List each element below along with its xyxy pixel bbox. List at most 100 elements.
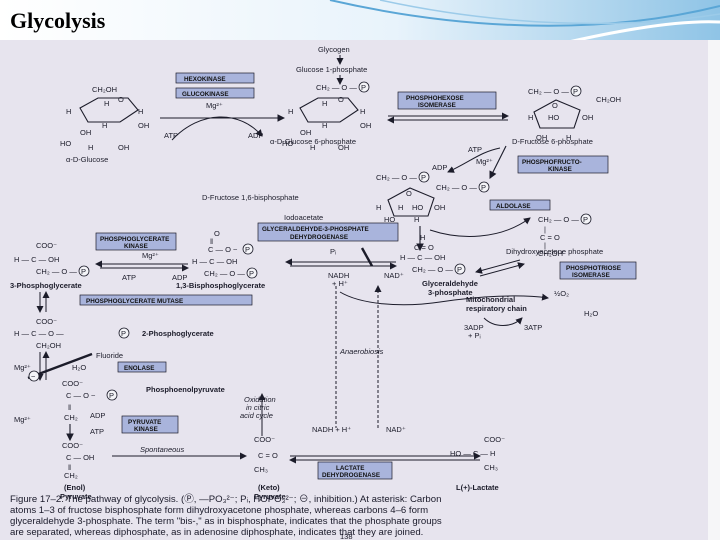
- label-2pg: 2-Phosphoglycerate: [142, 329, 214, 338]
- svg-text:C — O ~: C — O ~: [66, 391, 96, 400]
- label-iodoacetate: Iodoacetate: [284, 213, 323, 222]
- svg-text:O: O: [118, 95, 124, 104]
- svg-text:CH₂OH: CH₂OH: [36, 341, 61, 350]
- header-banner: [0, 0, 720, 44]
- svg-text:H: H: [414, 215, 419, 224]
- svg-text:P: P: [121, 329, 126, 338]
- scan-edge: [708, 40, 720, 540]
- svg-text:H: H: [420, 233, 425, 242]
- cofactor-3atp: 3ATP: [524, 323, 542, 332]
- svg-text:O: O: [552, 101, 558, 110]
- svg-text:H: H: [104, 99, 109, 108]
- caption-line-3: glyceraldehyde 3-phosphate. The term "bi…: [10, 516, 442, 527]
- caption-line-4: are separated, whereas diphosphate, as i…: [10, 527, 423, 538]
- svg-text:CH₂ — O —: CH₂ — O —: [316, 83, 357, 92]
- 2-phosphoglycerate-structure: COO⁻ H — C — O — P CH₂OH: [14, 317, 129, 350]
- cofactor-nad-2: NAD⁺: [386, 425, 406, 434]
- svg-text:COO⁻: COO⁻: [62, 379, 83, 388]
- enzyme-enolase: ENOLASE: [124, 365, 154, 372]
- 3-phosphoglycerate-structure: COO⁻ H — C — OH CH₂ — O — P: [14, 241, 89, 276]
- caption-line-2: atoms 1–3 of fructose bisphosphate form …: [10, 505, 428, 516]
- label-fructose-6-phosphate: D-Fructose 6-phosphate: [512, 137, 593, 146]
- svg-text:H: H: [322, 121, 327, 130]
- cofactor-atp-1: ATP: [164, 131, 178, 140]
- enzyme-pgk-2: KINASE: [124, 243, 148, 250]
- cofactor-adp-2: ADP: [432, 163, 447, 172]
- svg-text:OH: OH: [138, 121, 149, 130]
- label-anaerobiosis: Anaerobiosis: [339, 347, 384, 356]
- svg-text:CH₂ — O —: CH₂ — O —: [412, 265, 453, 274]
- enzyme-pk-2: KINASE: [134, 426, 158, 433]
- cofactor-atp-4: ATP: [90, 427, 104, 436]
- cofactor-plus-h-1: + H⁺: [332, 279, 348, 288]
- svg-text:H — C — OH: H — C — OH: [192, 257, 237, 266]
- enzyme-aldolase: ALDOLASE: [496, 203, 531, 210]
- svg-text:H: H: [102, 121, 107, 130]
- svg-text:H: H: [398, 203, 403, 212]
- svg-text:P: P: [481, 183, 486, 192]
- fructose-6-phosphate-structure: CH₂ — O — P CH₂OH O HHO OH OHH: [528, 86, 621, 142]
- svg-text:COO⁻: COO⁻: [254, 435, 275, 444]
- cofactor-mg-5: Mg²⁺: [14, 415, 31, 424]
- svg-text:OH: OH: [434, 203, 445, 212]
- svg-text:P: P: [573, 87, 578, 96]
- svg-text:H: H: [322, 99, 327, 108]
- cofactor-nadh-pair: NADH + H⁺: [312, 425, 351, 434]
- caption-line-1: Figure 17–2. The pathway of glycolysis. …: [10, 494, 441, 505]
- svg-text:C — O ~: C — O ~: [208, 245, 238, 254]
- svg-text:H: H: [138, 107, 143, 116]
- cofactor-atp-2: ATP: [468, 145, 482, 154]
- svg-text:C = O: C = O: [540, 233, 560, 242]
- svg-text:CH₂: CH₂: [64, 471, 78, 480]
- enzyme-pgm: PHOSPHOGLYCERATE MUTASE: [86, 298, 183, 305]
- enzyme-pgk-1: PHOSPHOGLYCERATE: [100, 236, 169, 243]
- lactate-structure: COO⁻ HO — C — H CH₃: [450, 435, 505, 472]
- svg-text:H: H: [66, 107, 71, 116]
- svg-text:C = O: C = O: [414, 243, 434, 252]
- svg-text:H — C — O —: H — C — O —: [14, 329, 64, 338]
- label-pep: Phosphoenolpyruvate: [146, 385, 225, 394]
- svg-text:P: P: [249, 269, 254, 278]
- svg-text:H — C — OH: H — C — OH: [14, 255, 59, 264]
- svg-text:CH₂: CH₂: [64, 413, 78, 422]
- enol-pyruvate-structure: COO⁻ C — OH ‖ CH₂: [62, 441, 94, 480]
- glyceraldehyde-3-phosphate-structure: H C = O H — C — OH CH₂ — O — P: [400, 233, 465, 274]
- svg-text:COO⁻: COO⁻: [62, 441, 83, 450]
- svg-text:P: P: [81, 267, 86, 276]
- svg-text:OH: OH: [118, 143, 129, 152]
- svg-text:CH₂ — O —: CH₂ — O —: [436, 183, 477, 192]
- svg-text:−: −: [31, 372, 36, 381]
- label-glycogen: Glycogen: [318, 45, 350, 54]
- label-lactate: L(+)-Lactate: [456, 483, 499, 492]
- svg-text:P: P: [457, 265, 462, 274]
- svg-text:COO⁻: COO⁻: [36, 241, 57, 250]
- enzyme-gapdh-2: DEHYDROGENASE: [290, 234, 348, 241]
- cofactor-adp-3: ADP: [172, 273, 187, 282]
- svg-text:CH₂OH: CH₂OH: [596, 95, 621, 104]
- cofactor-mg-4: Mg²⁺: [14, 363, 31, 372]
- svg-text:CH₂OH: CH₂OH: [92, 85, 117, 94]
- svg-text:P: P: [109, 391, 114, 400]
- cofactor-atp-3: ATP: [122, 273, 136, 282]
- svg-text:P: P: [245, 245, 250, 254]
- svg-text:OH: OH: [80, 128, 91, 137]
- label-fluoride: Fluoride: [96, 351, 123, 360]
- cofactor-mg-3: Mg²⁺: [142, 251, 159, 260]
- svg-text:‖: ‖: [68, 403, 71, 412]
- svg-text:C — OH: C — OH: [66, 453, 94, 462]
- cofactor-h2o-1: H₂O: [72, 363, 86, 372]
- svg-text:H: H: [88, 143, 93, 152]
- label-glucose-1-phosphate: Glucose 1-phosphate: [296, 65, 367, 74]
- svg-text:CH₂ — O —: CH₂ — O —: [376, 173, 417, 182]
- svg-text:H: H: [376, 203, 381, 212]
- svg-text:OH: OH: [582, 113, 593, 122]
- label-mito-2: respiratory chain: [466, 304, 527, 313]
- enzyme-pfk-1: PHOSPHOFRUCTO-: [522, 159, 582, 166]
- label-spontaneous: Spontaneous: [140, 445, 184, 454]
- cofactor-adp-1: ADP: [248, 131, 263, 140]
- enzyme-gapdh-1: GLYCERALDEHYDE-3-PHOSPHATE: [262, 226, 369, 233]
- svg-text:O: O: [406, 189, 412, 198]
- cofactor-half-o2: ½O₂: [554, 289, 569, 298]
- 13-bisphosphoglycerate-structure: O ‖ C — O ~ P H — C — OH CH₂ — O — P: [192, 229, 257, 278]
